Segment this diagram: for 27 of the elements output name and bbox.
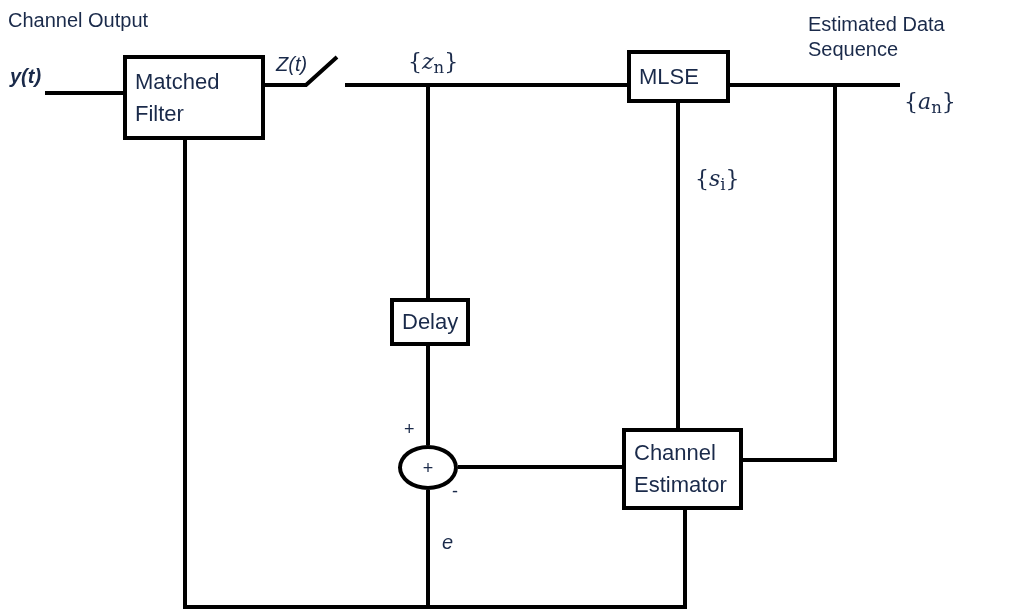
summing-junction (398, 445, 458, 490)
connector-line (458, 465, 622, 469)
signal-label: Channel Output (8, 8, 149, 33)
signal-label: y(t) (10, 64, 45, 94)
connector-line (45, 91, 123, 95)
block-label: Matched Filter (135, 67, 221, 128)
signal-label: {s$_{i}$} (695, 165, 740, 193)
block-box (627, 50, 730, 103)
connector-line (426, 490, 687, 609)
signal-label: {a$_{n}$} (900, 80, 952, 116)
signal-label: e (442, 530, 454, 555)
connector-line (676, 103, 680, 428)
plus-sign: + (422, 458, 434, 477)
sign-label: - (452, 482, 458, 500)
connector-line (265, 83, 300, 87)
signal-label: Z(t) (276, 52, 308, 77)
block-box (622, 428, 743, 510)
block-label: MLSE (639, 62, 700, 91)
signal-label: Estimated Data Sequence (808, 12, 946, 62)
connector-line (345, 83, 430, 298)
signal-label: {z$_{n}$} (408, 48, 459, 76)
block-label: Delay (402, 308, 458, 337)
block-box (390, 298, 470, 346)
connector-line (426, 346, 430, 445)
block-label: Channel Estimator (634, 439, 728, 499)
block-box (123, 55, 265, 140)
sign-label: + (404, 420, 415, 438)
